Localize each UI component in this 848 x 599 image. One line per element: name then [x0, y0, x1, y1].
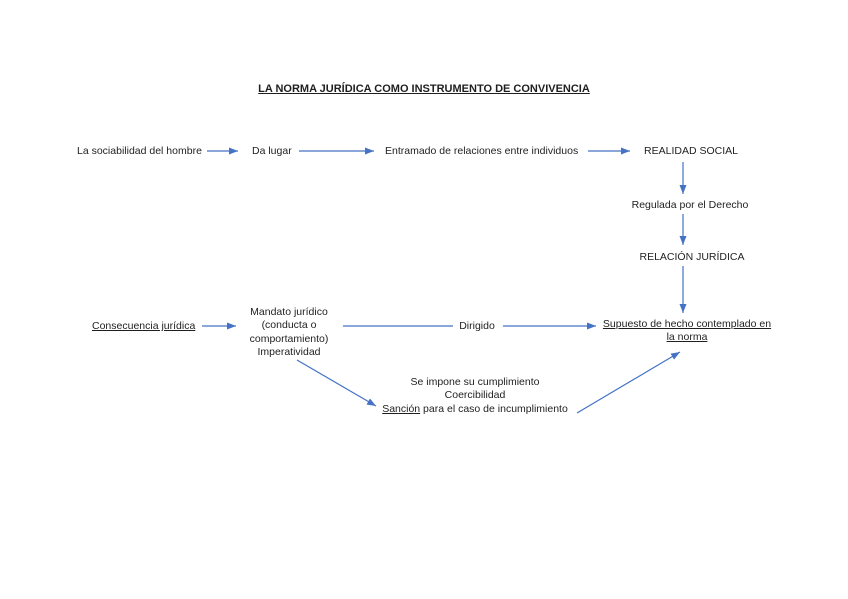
label-realidad-social: REALIDAD SOCIAL: [644, 145, 738, 157]
label-coercibilidad: Coercibilidad: [444, 389, 506, 402]
page-title: LA NORMA JURÍDICA COMO INSTRUMENTO DE CO…: [258, 83, 590, 95]
label-supuesto-hecho-line1: Supuesto de hecho contemplado en: [602, 318, 772, 330]
label-supuesto-hecho: Supuesto de hecho contemplado en la norm…: [603, 318, 771, 345]
label-sociabilidad: La sociabilidad del hombre: [77, 145, 202, 157]
arrow-sancion-to-supuesto: [576, 351, 681, 414]
label-se-impone: Se impone su cumplimiento: [410, 376, 540, 388]
label-cumplimiento-block: Se impone su cumplimiento Coercibilidad …: [382, 376, 568, 416]
label-mandato-line3: comportamiento): [249, 332, 329, 345]
label-mandato-juridico: Mandato jurídico (conducta o comportamie…: [250, 306, 329, 360]
label-sancion-line: Sanción para el caso de incumplimiento: [382, 403, 568, 416]
label-mandato-line1: Mandato jurídico: [250, 306, 328, 318]
label-da-lugar: Da lugar: [252, 145, 292, 157]
label-dirigido: Dirigido: [459, 320, 495, 332]
label-mandato-line4: Imperatividad: [257, 346, 321, 359]
label-sancion-rest: para el caso de incumplimiento: [420, 402, 568, 415]
label-entramado: Entramado de relaciones entre individuos: [385, 145, 579, 157]
label-relacion-juridica: RELACIÓN JURÍDICA: [639, 251, 745, 263]
label-sancion-word: Sanción: [382, 402, 421, 415]
label-supuesto-hecho-line2: la norma: [666, 331, 708, 344]
label-regulada-derecho: Regulada por el Derecho: [631, 199, 749, 211]
label-mandato-line2: (conducta o: [261, 319, 317, 332]
arrow-imperatividad-to-sancion: [296, 359, 377, 407]
label-consecuencia-juridica: Consecuencia jurídica: [92, 320, 196, 332]
